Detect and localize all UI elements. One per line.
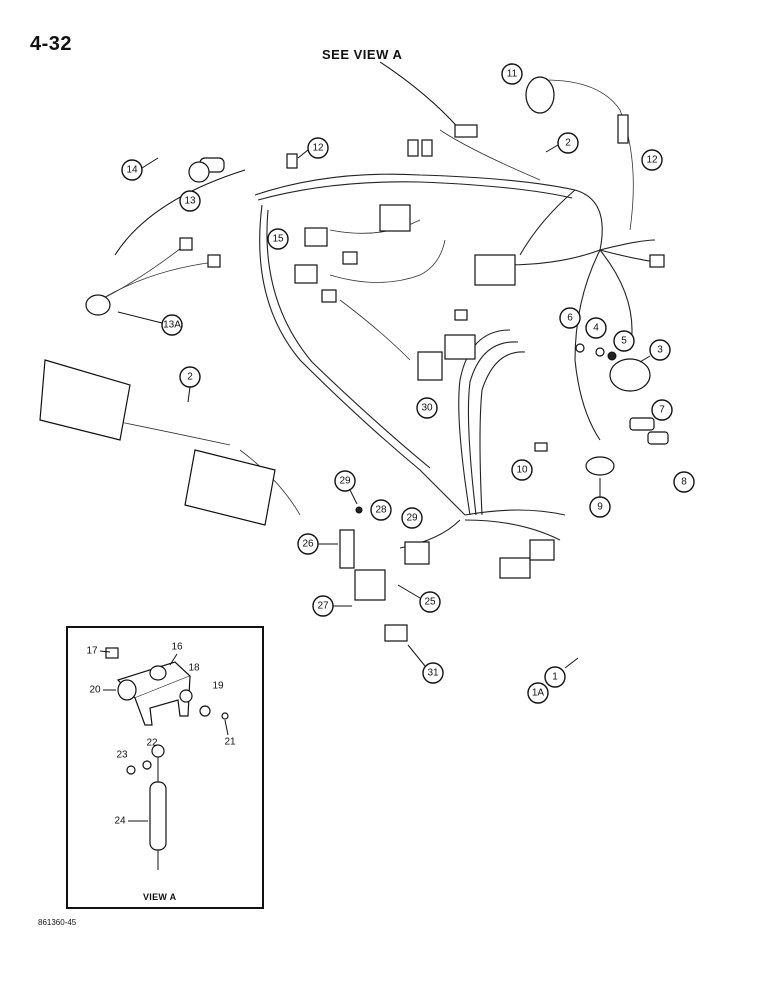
callout-13a: 13A — [117, 311, 183, 336]
callout-1a: 1A — [527, 682, 549, 704]
callout-28: 28 — [370, 499, 392, 521]
svg-text:13: 13 — [184, 196, 196, 207]
svg-text:25: 25 — [424, 597, 436, 608]
svg-text:14: 14 — [126, 165, 138, 176]
view-a-caption: VIEW A — [143, 892, 177, 902]
svg-text:2: 2 — [565, 138, 571, 149]
view-a-inset: 16 17 18 19 20 21 22 23 24 — [66, 626, 264, 909]
svg-text:8: 8 — [681, 477, 687, 488]
svg-text:26: 26 — [302, 539, 314, 550]
main-harness — [99, 79, 656, 549]
svg-text:7: 7 — [659, 405, 665, 416]
svg-text:9: 9 — [597, 502, 603, 513]
callout-29-lower: 29 — [401, 507, 423, 529]
svg-text:6: 6 — [567, 313, 573, 324]
callout-2-upper: 2 — [545, 132, 579, 154]
callout-8: 8 — [673, 471, 695, 493]
callout-10: 10 — [511, 459, 533, 481]
svg-text:27: 27 — [317, 601, 329, 612]
callout-4: 4 — [585, 317, 607, 339]
svg-text:12: 12 — [646, 155, 658, 166]
callout-1: 1 — [544, 657, 579, 688]
callout-6: 6 — [559, 307, 581, 329]
inset-label-18: 18 — [188, 663, 200, 674]
inset-label-21: 21 — [224, 737, 236, 748]
inset-label-17: 17 — [86, 646, 98, 657]
svg-text:29: 29 — [339, 476, 351, 487]
svg-text:15: 15 — [272, 234, 284, 245]
callout-12-right: 12 — [641, 149, 663, 171]
callout-27: 27 — [312, 595, 352, 617]
svg-text:5: 5 — [621, 336, 627, 347]
svg-text:13A: 13A — [163, 320, 181, 331]
svg-text:29: 29 — [406, 513, 418, 524]
svg-text:1A: 1A — [532, 688, 545, 699]
callout-12-left: 12 — [297, 137, 329, 159]
callout-7: 7 — [651, 399, 673, 421]
svg-text:2: 2 — [187, 372, 193, 383]
callout-3: 3 — [639, 339, 671, 363]
svg-text:28: 28 — [375, 505, 387, 516]
svg-text:11: 11 — [507, 69, 518, 80]
inset-label-19: 19 — [212, 681, 224, 692]
svg-text:1: 1 — [552, 672, 558, 683]
callout-13: 13 — [179, 190, 201, 212]
svg-text:3: 3 — [657, 345, 663, 356]
svg-text:31: 31 — [427, 668, 439, 679]
callout-15: 15 — [267, 228, 289, 250]
figure-id: 861360-45 — [38, 918, 77, 927]
callout-9: 9 — [589, 478, 611, 518]
callout-25: 25 — [397, 584, 441, 613]
page-number: 4-32 — [30, 33, 73, 55]
inset-label-22: 22 — [146, 738, 158, 749]
callout-5: 5 — [613, 330, 635, 352]
callout-30: 30 — [416, 397, 438, 419]
callout-2-lower: 2 — [179, 366, 201, 403]
inset-label-20: 20 — [89, 685, 101, 696]
inset-label-23: 23 — [116, 750, 128, 761]
callout-14: 14 — [121, 157, 159, 181]
callout-26: 26 — [297, 533, 338, 555]
callout-31: 31 — [407, 644, 444, 684]
see-view-a-label: SEE VIEW A — [322, 47, 403, 62]
view-a-pointer — [379, 61, 463, 133]
inset-label-24: 24 — [114, 816, 126, 827]
callout-11: 11 — [501, 63, 523, 85]
svg-text:30: 30 — [421, 403, 433, 414]
callout-29-upper: 29 — [334, 470, 358, 505]
svg-text:12: 12 — [312, 143, 324, 154]
svg-text:4: 4 — [593, 323, 599, 334]
harness-components — [39, 76, 669, 642]
inset-label-16: 16 — [171, 642, 183, 653]
svg-text:10: 10 — [516, 465, 528, 476]
